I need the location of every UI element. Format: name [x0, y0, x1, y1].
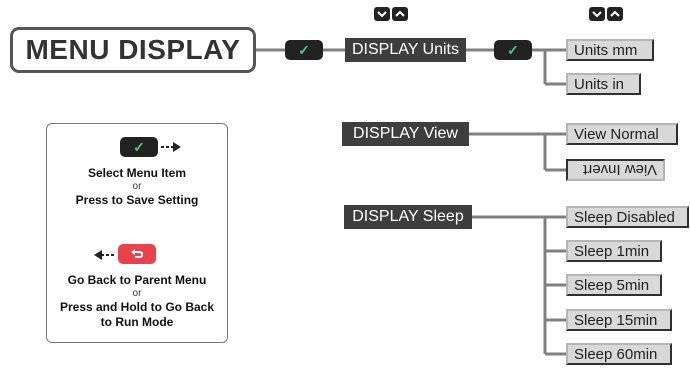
legend-select-text: Select Menu Item	[87, 166, 187, 180]
option-view-normal: View Normal	[566, 123, 678, 145]
option-sleep-60min: Sleep 60min	[566, 343, 672, 365]
legend-or-text: or	[132, 288, 142, 299]
option-sleep-5min: Sleep 5min	[566, 274, 662, 296]
chevron-down-icon	[589, 7, 605, 21]
legend-back-text: Go Back to Parent Menu	[67, 273, 207, 287]
chevron-up-icon	[392, 7, 408, 21]
chevron-up-icon	[607, 7, 623, 21]
chevron-down-icon	[374, 7, 390, 21]
legend-box: ✓ Select Menu Item or Press to Save Sett…	[46, 123, 228, 343]
back-arrow-icon	[118, 244, 156, 264]
option-units-mm: Units mm	[566, 39, 654, 61]
option-view-invert: View Invert	[566, 159, 665, 181]
legend-save-text: Press to Save Setting	[75, 193, 199, 207]
legend-hold-text: Press and Hold to Go Back	[59, 300, 215, 314]
option-sleep-1min: Sleep 1min	[566, 240, 662, 262]
arrow-left-icon	[94, 250, 114, 260]
arrow-right-icon	[161, 142, 181, 152]
menu-display-title: MENU DISPLAY	[10, 27, 256, 73]
option-sleep-15min: Sleep 15min	[566, 309, 672, 331]
option-sleep-disabled: Sleep Disabled	[566, 206, 689, 228]
display-units-label: DISPLAY Units	[345, 38, 466, 62]
legend-or-text: or	[132, 181, 142, 192]
select-button-check-icon: ✓	[494, 40, 532, 60]
display-view-label: DISPLAY View	[342, 122, 469, 146]
select-button-check-icon: ✓	[285, 40, 323, 60]
select-button-check-icon: ✓	[120, 137, 158, 157]
display-sleep-label: DISPLAY Sleep	[344, 205, 472, 229]
option-units-in: Units in	[566, 73, 641, 95]
legend-run-mode-text: to Run Mode	[100, 315, 174, 329]
